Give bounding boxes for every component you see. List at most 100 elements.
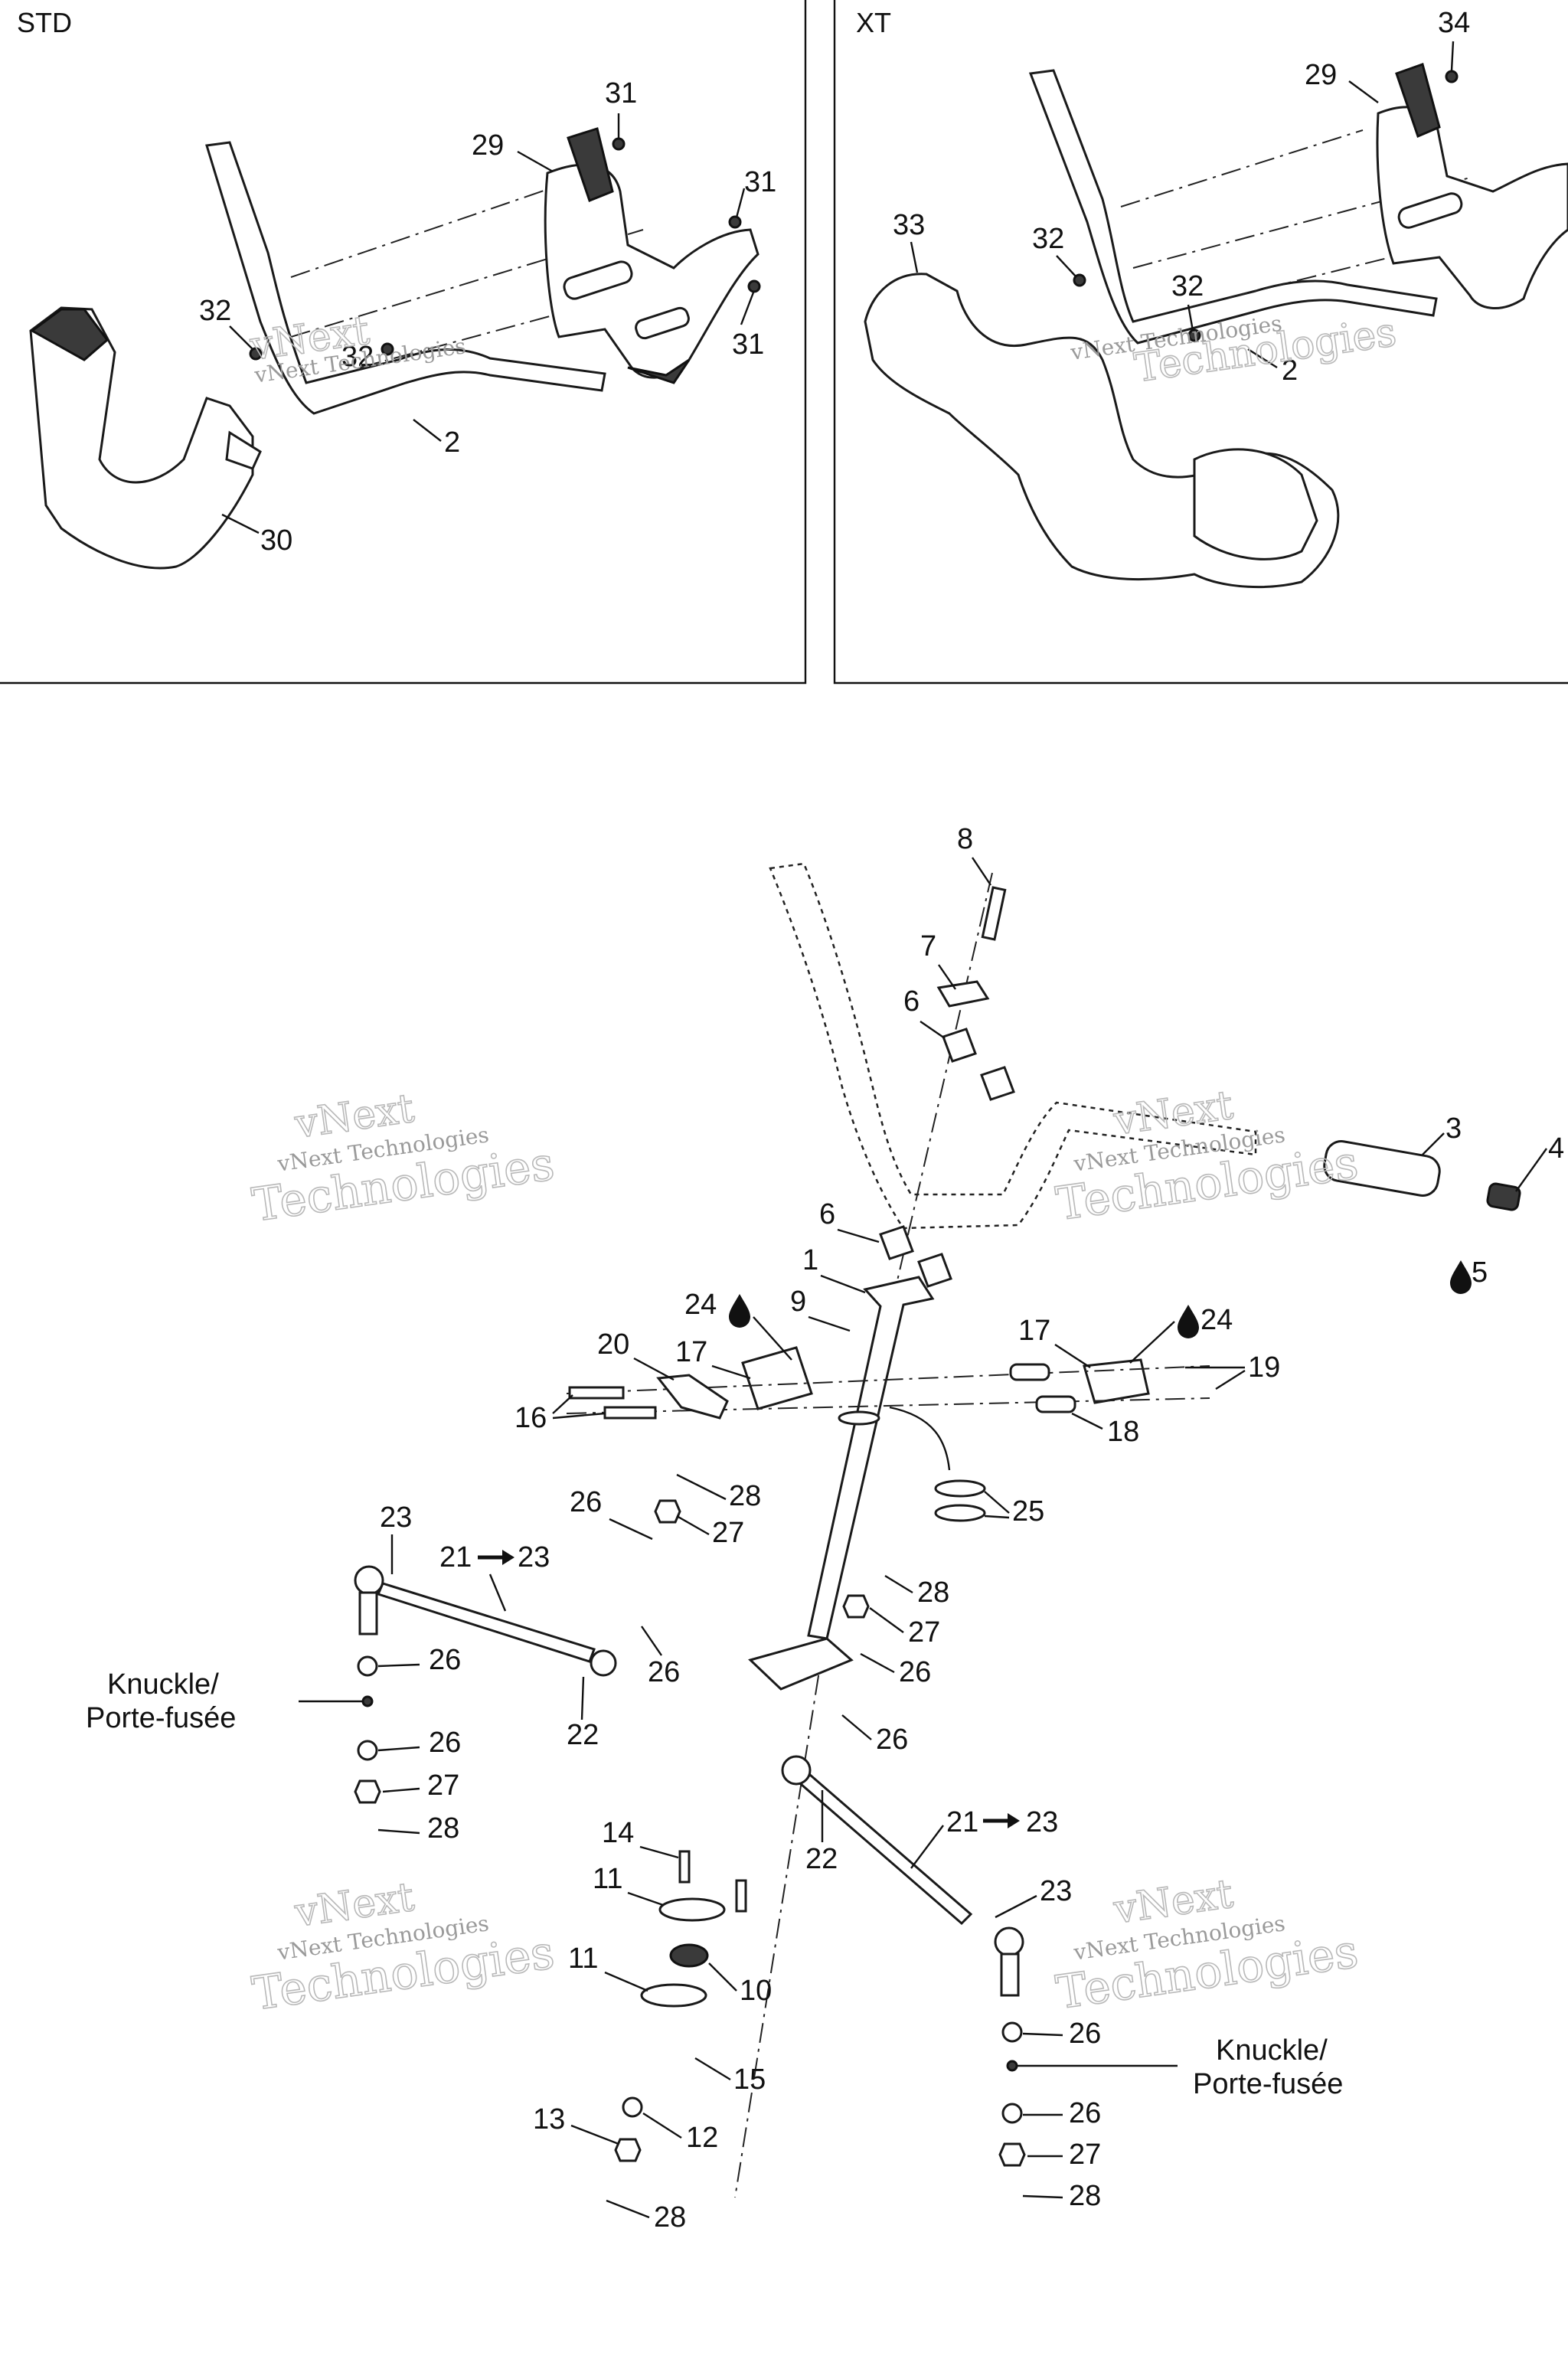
callout-label: 5 [1472, 1256, 1488, 1289]
bushing [1009, 1363, 1050, 1381]
oil-drop-icon [1450, 1260, 1472, 1294]
clamp-cap [942, 1028, 977, 1063]
xt-handlebar-assembly [864, 63, 1568, 589]
callout-label: 26 [570, 1486, 602, 1518]
callout-label: 26 [1069, 2018, 1101, 2050]
callout-label: 26 [1069, 2097, 1101, 2129]
std-callout: 29 [472, 129, 504, 162]
callout-label: 28 [654, 2201, 686, 2233]
callout-label: 4 [1548, 1132, 1564, 1165]
xt-panel-title: XT [856, 7, 891, 38]
bearing-flange [640, 1983, 707, 2008]
bushing [1035, 1395, 1076, 1413]
knuckle-note-right: Knuckle/ Porte-fusée [1193, 2034, 1343, 2100]
xt-callout: 33 [893, 209, 925, 241]
bolt [981, 886, 1007, 941]
steering-column [807, 1276, 935, 1640]
callout-label: 21 [946, 1806, 978, 1838]
std-panel-title: STD [17, 7, 72, 38]
callout-label: 25 [1012, 1495, 1044, 1528]
nut [998, 2142, 1026, 2167]
callout-label: 23 [380, 1502, 412, 1534]
callout-label: 17 [1018, 1315, 1050, 1347]
std-handguard [544, 163, 760, 379]
callout-label: 27 [712, 1517, 744, 1549]
callout-label: 17 [675, 1336, 707, 1368]
callout-label: 16 [514, 1402, 547, 1434]
watermark: vNext vNext Technologies Technologies [1052, 1871, 1362, 2021]
lower-clamp [917, 1253, 952, 1288]
bearing-flange [658, 1897, 726, 1922]
std-callout: 31 [732, 328, 764, 361]
knuckle-note-line: Knuckle/ [1216, 2034, 1328, 2067]
std-panel: STD [0, 0, 807, 685]
callout-label: 26 [899, 1656, 931, 1688]
nut [842, 1594, 870, 1619]
callout-label: 27 [908, 1616, 940, 1649]
xt-callout: 2 [1282, 355, 1298, 387]
xt-handlebar [1028, 69, 1438, 345]
bolt [678, 1850, 691, 1884]
knuckle-note-line: Knuckle/ [107, 1668, 219, 1701]
std-callout: 31 [605, 77, 637, 109]
callout-label: 11 [568, 1943, 598, 1975]
tie-rod-left [376, 1582, 596, 1663]
callout-label: 21 [439, 1541, 472, 1573]
clamp-cap [980, 1066, 1015, 1101]
callout-label: 13 [533, 2103, 565, 2135]
callout-label: 26 [429, 1644, 461, 1676]
callout-label: 9 [790, 1286, 806, 1318]
oil-drop-icon [1178, 1305, 1199, 1338]
callout-label: 22 [567, 1719, 599, 1751]
callout-label: 6 [819, 1198, 835, 1230]
pitman-arm-left [741, 1346, 813, 1410]
grip-end [1486, 1182, 1521, 1211]
callout-label: 12 [686, 2122, 718, 2154]
column-bracket [748, 1637, 854, 1691]
washer [357, 1740, 378, 1761]
nut [614, 2138, 642, 2162]
watermark: vNext vNext Technologies Technologies [248, 1874, 558, 2021]
std-callout: 2 [444, 426, 460, 459]
plate [656, 1374, 729, 1420]
washer [1001, 2021, 1023, 2043]
xt-handguard [1376, 106, 1568, 309]
callout-label: 27 [427, 1769, 459, 1802]
xt-callout: 32 [1171, 270, 1204, 302]
bolt [568, 1386, 625, 1400]
std-callouts: 31 29 31 31 32 32 2 30 [199, 77, 776, 557]
xt-callout: 32 [1032, 223, 1064, 255]
washer [357, 1655, 378, 1677]
callout-label: 28 [427, 1812, 459, 1845]
o-ring [934, 1504, 986, 1522]
callout-label: 27 [1069, 2139, 1101, 2171]
std-handlebar-cover [29, 306, 254, 570]
pitman-arm-right [1083, 1358, 1150, 1404]
std-callout: 32 [199, 295, 231, 327]
main-handlebar [769, 862, 1257, 1230]
arrow-right-icon [983, 1813, 1020, 1828]
callout-label: 18 [1107, 1416, 1139, 1448]
callout-label: 23 [518, 1541, 550, 1573]
std-callout: 31 [744, 166, 776, 198]
callout-label: 14 [602, 1817, 634, 1849]
watermark: vNext Technologies Technologies [1068, 309, 1400, 392]
std-handlebar-assembly [29, 127, 761, 570]
callout-label: 3 [1446, 1113, 1462, 1145]
washer [622, 2096, 643, 2118]
std-handlebar [205, 141, 606, 415]
callout-label: 28 [1069, 2180, 1101, 2212]
nut [654, 1499, 681, 1524]
arrow-right-icon [478, 1550, 514, 1565]
knuckle-note-left: Knuckle/ Porte-fusée [86, 1668, 236, 1734]
upper-clamp [936, 980, 990, 1008]
main-callouts: 8 7 6 3 4 5 6 1 9 24 20 17 17 24 19 16 1… [377, 823, 1564, 2233]
o-ring [934, 1479, 986, 1498]
callout-label: 28 [729, 1480, 761, 1512]
tie-rod-end [354, 1565, 384, 1596]
std-callout: 32 [341, 341, 374, 373]
watermark: vNext vNext Technologies Technologies [1052, 1082, 1362, 1232]
washer [1001, 2103, 1023, 2124]
xt-callout: 29 [1305, 59, 1337, 91]
